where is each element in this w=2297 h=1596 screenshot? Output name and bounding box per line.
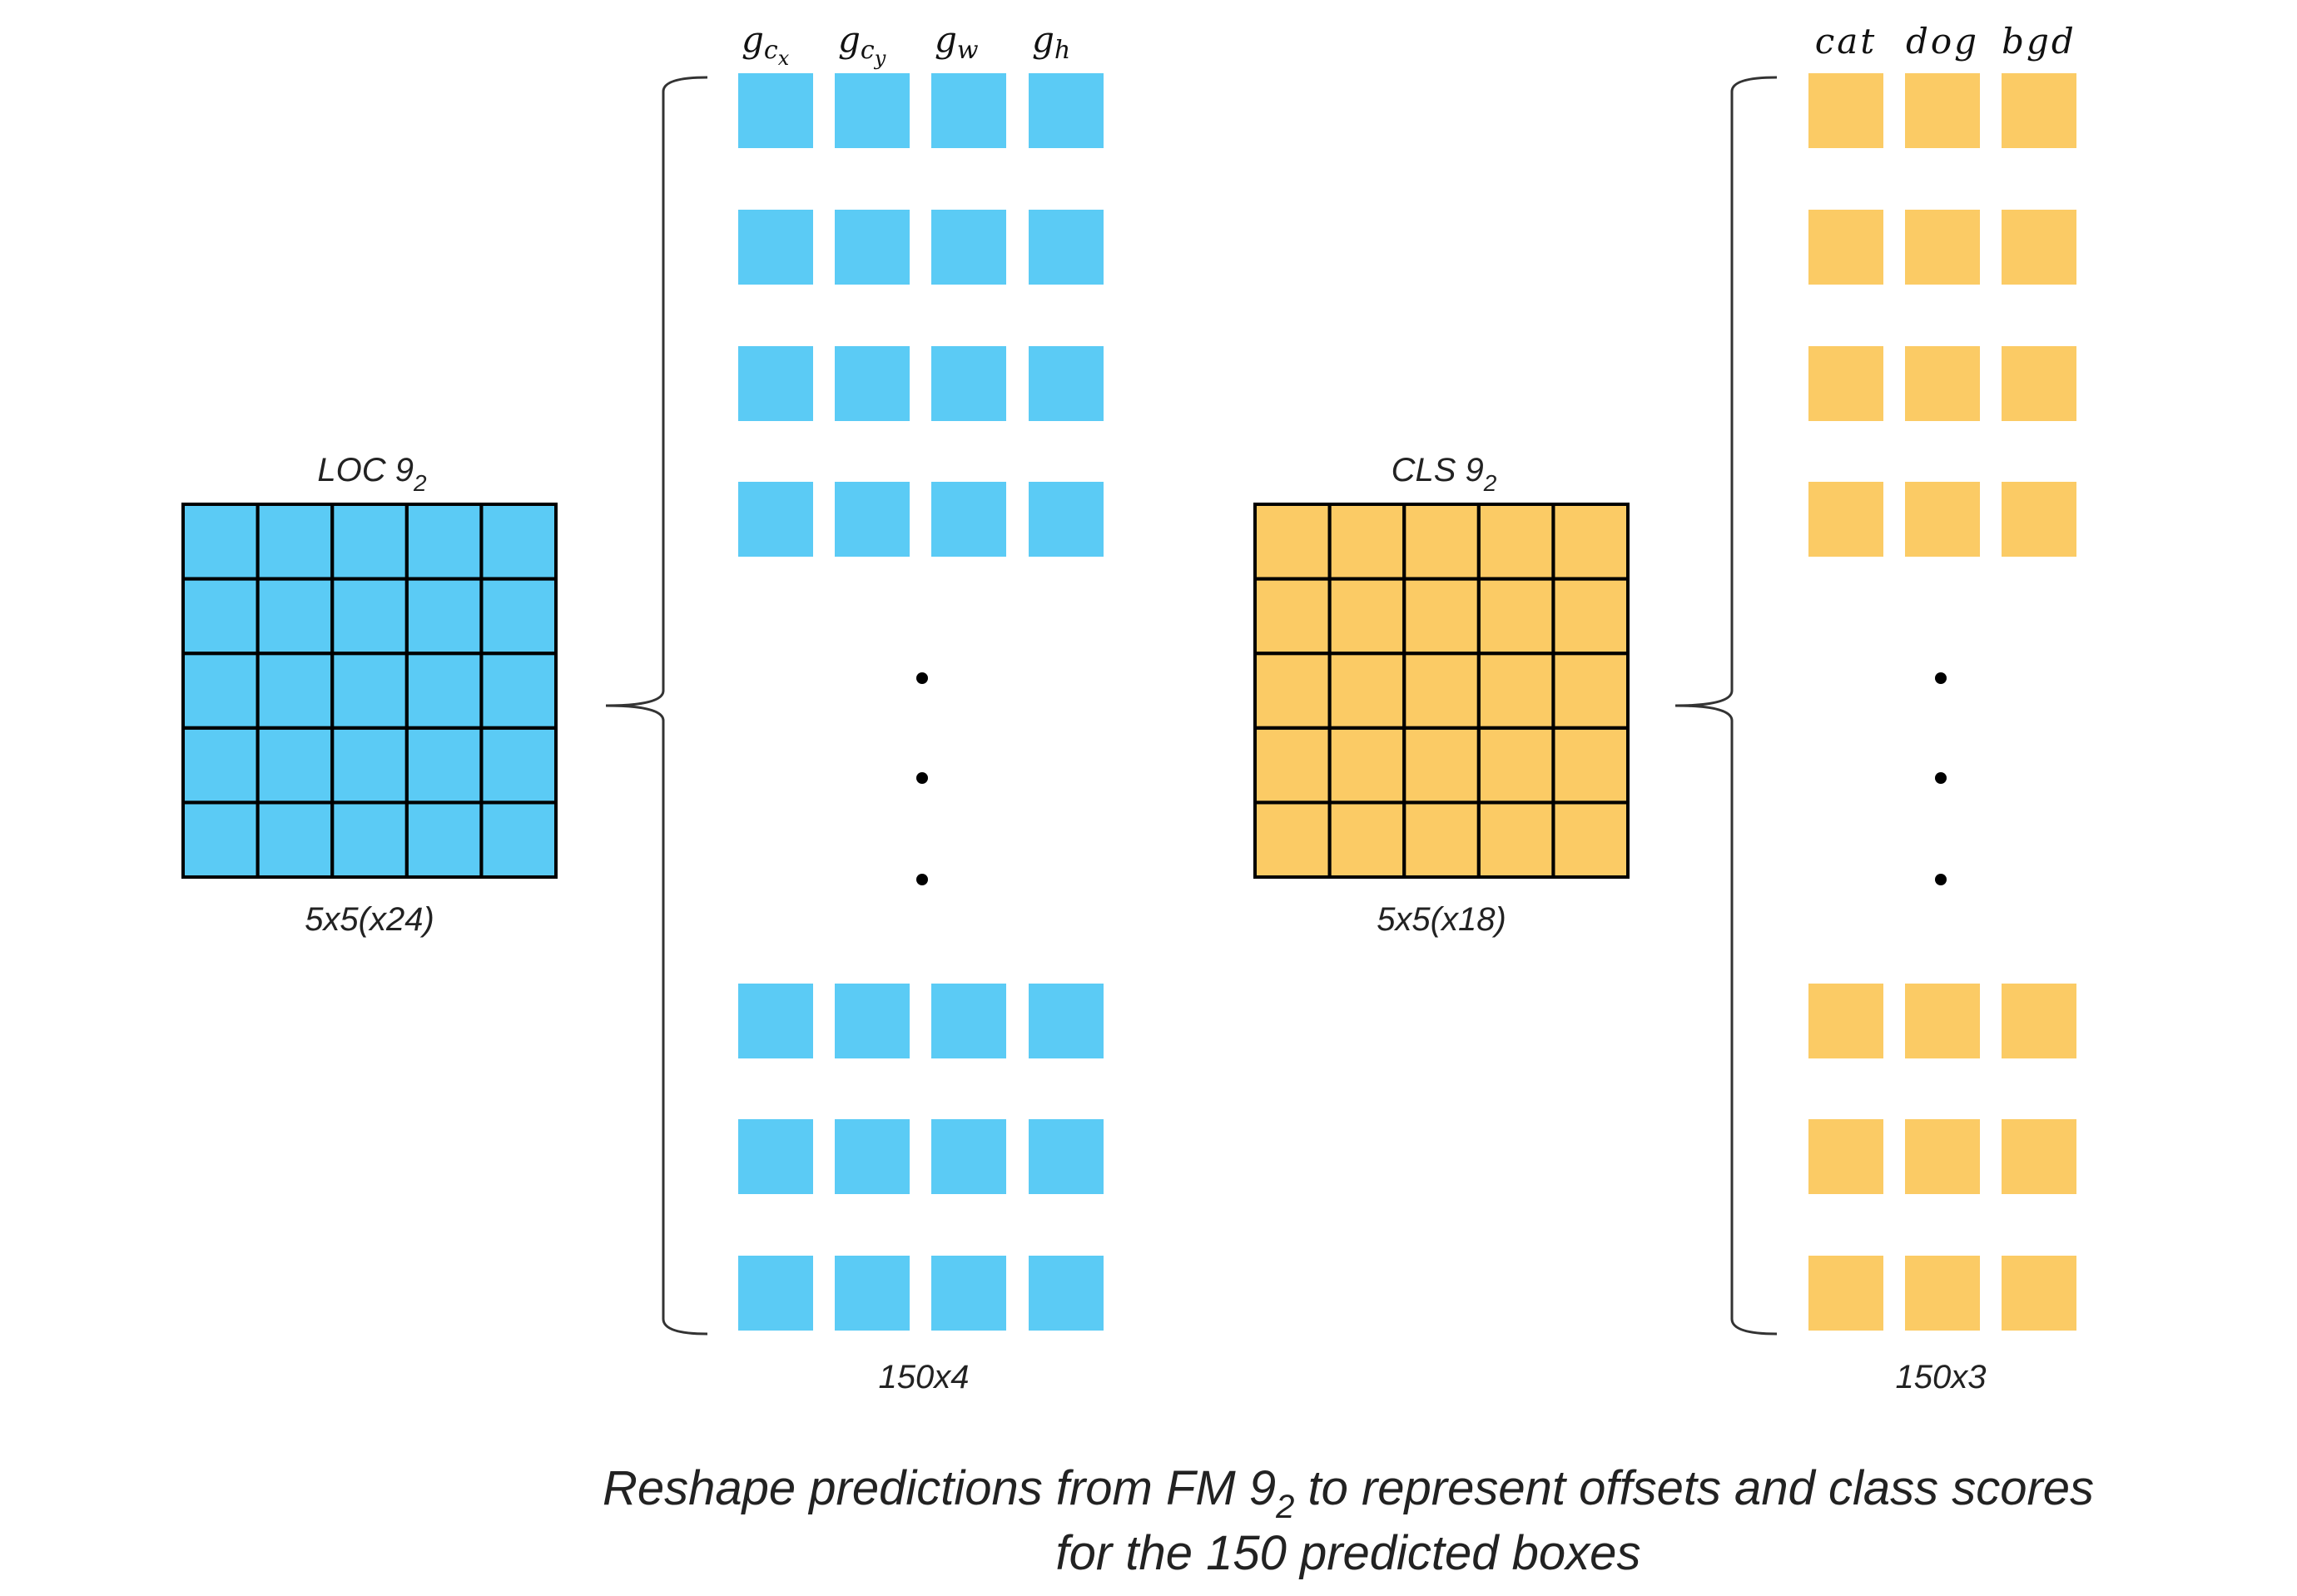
output-cell (1905, 210, 1980, 285)
cls-output-dims: 150x3 (1896, 1359, 1987, 1395)
ellipsis-dot (1935, 772, 1947, 784)
loc-output-cells (738, 73, 1104, 1331)
output-cell (2002, 1119, 2076, 1194)
output-cell (1029, 1119, 1104, 1194)
output-cell (931, 1119, 1006, 1194)
cls-column-header: cat (1815, 21, 1877, 62)
cls-column-header: bgd (2002, 21, 2076, 62)
output-cell (2002, 984, 2076, 1058)
cls-feature-map: CLS 92 5x5(x18) (1253, 452, 1630, 938)
output-cell (1808, 984, 1883, 1058)
output-cell (738, 1256, 813, 1331)
loc-map-dims: 5x5(x24) (305, 901, 434, 938)
caption: Reshape predictions from FM 92 to repres… (603, 1461, 2094, 1580)
output-cell (1905, 482, 1980, 557)
output-cell (1905, 984, 1980, 1058)
grid-cell (1551, 800, 1630, 880)
output-cell (1808, 210, 1883, 285)
loc-column-header: gw (935, 19, 979, 65)
ellipsis-dot (916, 772, 928, 784)
output-cell (738, 346, 813, 421)
output-cell (1029, 73, 1104, 148)
cls-map-dims: 5x5(x18) (1377, 901, 1506, 938)
loc-grid (181, 503, 558, 880)
cls-brace (1674, 76, 1778, 1336)
ellipsis-dot (1935, 672, 1947, 684)
caption-line-2: for the 150 predicted boxes (1056, 1526, 1641, 1580)
output-cell (931, 210, 1006, 285)
output-cell (1808, 482, 1883, 557)
grid-cell (479, 800, 558, 880)
loc-column-header: gcx (742, 19, 790, 70)
output-cell (2002, 482, 2076, 557)
output-cell (738, 73, 813, 148)
grid-background (183, 504, 556, 877)
cls-grid (1253, 503, 1630, 880)
loc-column-header: gcy (838, 19, 886, 70)
output-cell (1905, 73, 1980, 148)
ellipsis-dot (1935, 874, 1947, 885)
cls-output-cells (1808, 73, 2076, 1331)
caption-line-1: Reshape predictions from FM 92 to repres… (603, 1461, 2094, 1525)
output-cell (1808, 1119, 1883, 1194)
loc-ellipsis (916, 672, 928, 885)
output-cell (2002, 73, 2076, 148)
output-cell (2002, 210, 2076, 285)
output-cell (835, 984, 910, 1058)
output-cell (835, 73, 910, 148)
output-cell (1808, 1256, 1883, 1331)
output-cell (1905, 1256, 1980, 1331)
output-cell (738, 1119, 813, 1194)
output-cell (1029, 210, 1104, 285)
output-cell (1029, 1256, 1104, 1331)
loc-brace (605, 76, 708, 1336)
output-cell (931, 1256, 1006, 1331)
output-cell (738, 210, 813, 285)
output-cell (835, 1256, 910, 1331)
output-cell (2002, 346, 2076, 421)
output-cell (835, 482, 910, 557)
output-cell (931, 482, 1006, 557)
output-cell (1905, 1119, 1980, 1194)
output-cell (835, 346, 910, 421)
output-cell (931, 984, 1006, 1058)
output-cell (738, 482, 813, 557)
cls-column-header: dog (1906, 21, 1979, 62)
output-cell (1905, 346, 1980, 421)
ellipsis-dot (916, 672, 928, 684)
output-cell (931, 346, 1006, 421)
loc-column-header: gh (1032, 19, 1070, 65)
output-cell (835, 1119, 910, 1194)
output-cell (1029, 984, 1104, 1058)
output-cell (835, 210, 910, 285)
output-cell (1808, 73, 1883, 148)
loc-feature-map: LOC 92 5x5(x24) (181, 452, 558, 938)
cls-ellipsis (1935, 672, 1947, 885)
grid-background (1255, 504, 1628, 877)
output-cell (1029, 482, 1104, 557)
output-cell (2002, 1256, 2076, 1331)
loc-output-dims: 150x4 (879, 1359, 970, 1395)
ellipsis-dot (916, 874, 928, 885)
output-cell (1029, 346, 1104, 421)
cls-map-title: CLS 92 (1392, 452, 1497, 496)
output-cell (738, 984, 813, 1058)
output-cell (1808, 346, 1883, 421)
output-cell (931, 73, 1006, 148)
loc-map-title: LOC 92 (317, 452, 427, 496)
